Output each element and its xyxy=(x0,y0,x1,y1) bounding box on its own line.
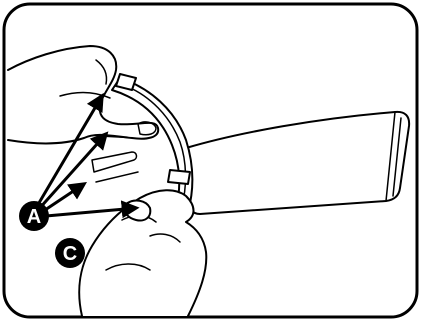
callout-c-label: C xyxy=(63,243,77,265)
latch-tab-bottom xyxy=(168,170,190,184)
callout-c: C xyxy=(55,238,85,268)
callout-a: A xyxy=(19,201,49,231)
lower-hand-thumb xyxy=(125,201,151,221)
callout-a-label: A xyxy=(27,206,41,228)
latch-tab-top xyxy=(116,74,136,90)
